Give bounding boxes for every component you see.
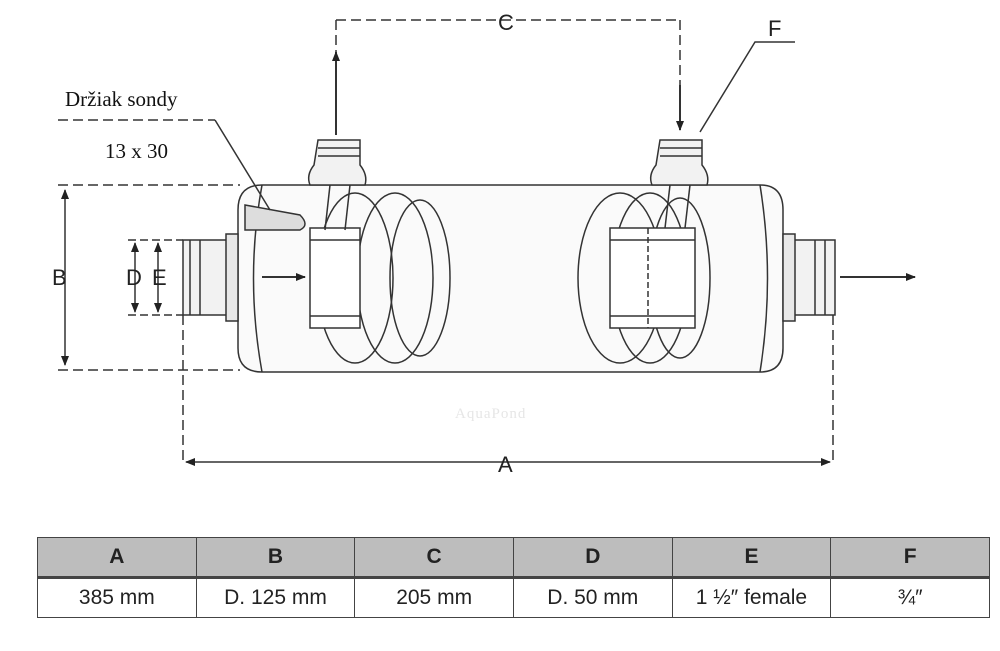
top-port-left: [307, 139, 367, 186]
dimensions-table: A B C D E F 385 mm D. 125 mm 205 mm D. 5…: [37, 537, 990, 618]
label-f: F: [768, 16, 781, 41]
label-c: C: [498, 10, 514, 35]
heat-exchanger-diagram: C F B D E A Držiak sondy 13 x 30 AquaPon…: [52, 10, 916, 477]
table-row: 385 mm D. 125 mm 205 mm D. 50 mm 1 ½″ fe…: [37, 577, 990, 618]
coil-right: [577, 184, 711, 364]
probe-holder-label: Držiak sondy: [65, 87, 178, 111]
probe-size-label: 13 x 30: [105, 139, 168, 163]
label-d: D: [126, 265, 142, 290]
coil-left: [309, 184, 451, 364]
header-f: F: [830, 537, 990, 579]
table-header-row: A B C D E F: [37, 537, 990, 579]
f-leader: [699, 41, 795, 133]
watermark: AquaPond: [455, 406, 526, 422]
label-b: B: [52, 265, 67, 290]
value-e: 1 ½″ female: [671, 577, 832, 618]
outlet-pipe: [782, 233, 836, 322]
header-b: B: [195, 537, 356, 579]
header-c: C: [354, 537, 514, 579]
probe-holder: [244, 204, 306, 231]
label-e: E: [152, 265, 167, 290]
value-c: 205 mm: [354, 577, 514, 618]
header-a: A: [37, 537, 197, 579]
label-a: A: [498, 452, 513, 477]
header-d: D: [512, 537, 673, 579]
header-e: E: [671, 537, 832, 579]
inlet-pipe: [182, 233, 239, 322]
value-d: D. 50 mm: [512, 577, 673, 618]
top-port-right: [649, 139, 709, 186]
value-b: D. 125 mm: [195, 577, 356, 618]
value-f: ¾″: [830, 577, 990, 618]
value-a: 385 mm: [37, 577, 197, 618]
